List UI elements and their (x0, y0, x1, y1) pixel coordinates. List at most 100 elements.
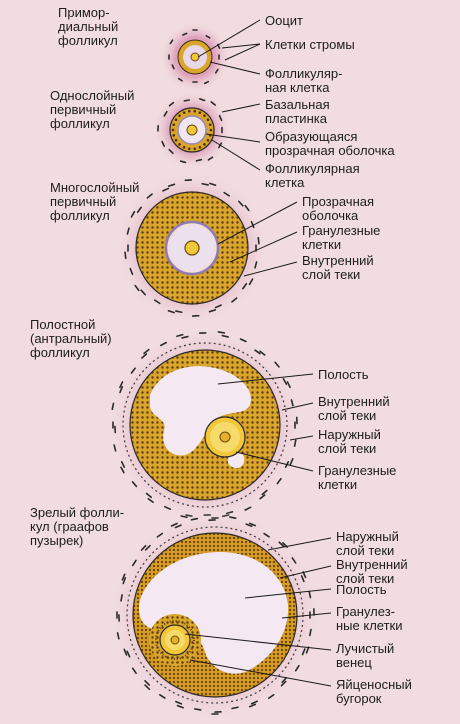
stroma-cell (126, 227, 130, 235)
leader-line (184, 633, 332, 651)
granulosa-cell (174, 138, 178, 142)
leader-line (221, 103, 261, 113)
leader-line (279, 565, 332, 579)
label-antrum-2: Полость (336, 582, 387, 597)
stroma-cell (229, 516, 237, 519)
granulosa-cell (193, 109, 197, 113)
stroma-cell (116, 632, 120, 640)
stroma-cell (261, 489, 268, 496)
label-theca-interna-2: Внутренний слой теки (318, 394, 390, 423)
granulosa-cell (203, 143, 206, 146)
stroma-cell (308, 590, 312, 599)
stroma-cell (300, 575, 305, 583)
granulosa-cell (206, 138, 210, 142)
oocyte-nucleus-mature (170, 635, 180, 645)
stroma-cell (121, 573, 126, 581)
stroma-cell (274, 361, 280, 368)
granulosa-cell (172, 134, 176, 137)
stroma-cell (120, 466, 125, 474)
stroma-cell (144, 679, 151, 686)
stroma-cell (218, 114, 223, 122)
stroma-cell (145, 492, 153, 499)
label-oocyte: Ооцит (265, 13, 304, 28)
corona-radiata (155, 620, 195, 660)
stroma-cell (120, 460, 126, 468)
stroma-cell (111, 402, 115, 411)
leader-line (229, 231, 298, 263)
antrum-cavity-mature (139, 552, 289, 674)
stroma-cell (134, 284, 140, 292)
stroma-cell (250, 700, 258, 705)
stroma-cell (248, 522, 257, 527)
stroma-cell (183, 99, 191, 102)
theca-externa-antral (111, 331, 298, 519)
stroma-cell (289, 457, 294, 466)
leader-line (243, 261, 298, 277)
granulosa-cell (171, 128, 175, 132)
leader-line (197, 19, 261, 58)
granulosa-cell (187, 147, 191, 151)
stroma-cell (153, 299, 161, 305)
label-theca-externa: Наружный слой теки (318, 427, 381, 456)
stroma-cell (263, 532, 270, 538)
stroma-cell (144, 544, 151, 551)
stroma-cell (156, 532, 164, 538)
theca-interna-antral (122, 342, 288, 508)
leader-line (235, 451, 314, 472)
leader-line (289, 435, 314, 441)
label-granulosa-cells-2: Гранулезные клетки (318, 463, 397, 492)
theca-interna-mature (126, 526, 304, 704)
leader-line (205, 133, 261, 143)
stroma-cell (120, 594, 123, 602)
label-follicular-cell-2: Фолликулярная клетка (265, 161, 360, 190)
stage-title-primordial: Примор- диальный фолликул (58, 5, 119, 48)
stroma-cell (276, 477, 282, 485)
granulosa-cell (206, 118, 210, 122)
stroma-cell (162, 187, 170, 192)
oocyte-nucleus-unilaminar (186, 124, 198, 136)
leader-line (281, 402, 314, 411)
leader-line (211, 139, 261, 171)
stroma-cell (231, 297, 238, 303)
stroma-cell (245, 523, 253, 528)
stroma-cell (143, 348, 150, 355)
oocyte-nucleus-antral (219, 431, 231, 443)
label-theca-interna: Внутренний слой теки (302, 253, 374, 282)
leader-line (209, 61, 261, 75)
stroma-cell (182, 32, 188, 36)
granulosa-cell (198, 111, 202, 115)
follicular-cells-unilaminar (171, 109, 213, 151)
granulosa-cell (178, 143, 181, 146)
stroma-cell (254, 349, 261, 355)
stroma-cell (181, 335, 189, 339)
stroma-cell (305, 646, 310, 654)
stroma-primordial (168, 29, 221, 85)
stroma-cell (201, 182, 209, 186)
stroma-cell (210, 101, 216, 106)
granulosa-cell (193, 147, 197, 151)
stroma-cell (175, 700, 183, 705)
stroma-cell (195, 158, 203, 162)
label-follicular-cell: Фолликуляр- ная клетка (265, 66, 343, 95)
stroma-cell (257, 236, 260, 245)
stroma-cell (140, 544, 147, 551)
stage-title-unilaminar: Однослойный первичный фолликул (50, 88, 135, 131)
stroma-cell (259, 350, 266, 356)
stage-title-multilaminar: Многослойный первичный фолликул (50, 180, 140, 223)
stroma-cell (119, 386, 124, 394)
stroma-cell (136, 206, 142, 214)
stroma-cell (131, 481, 138, 488)
granulosa-cell (187, 109, 191, 113)
stroma-cell (160, 341, 167, 347)
stroma-cell (221, 334, 229, 338)
stroma-cell (293, 439, 297, 447)
granulosa-cell (182, 111, 186, 115)
granulosa-cell (172, 123, 176, 126)
granulosa-cell (182, 145, 186, 149)
stroma-cell (203, 80, 210, 85)
stroma-cell (163, 110, 168, 117)
stroma-cell (238, 200, 244, 207)
stroma-cell (130, 210, 136, 218)
label-corona-radiata: Лучистый венец (336, 641, 395, 670)
